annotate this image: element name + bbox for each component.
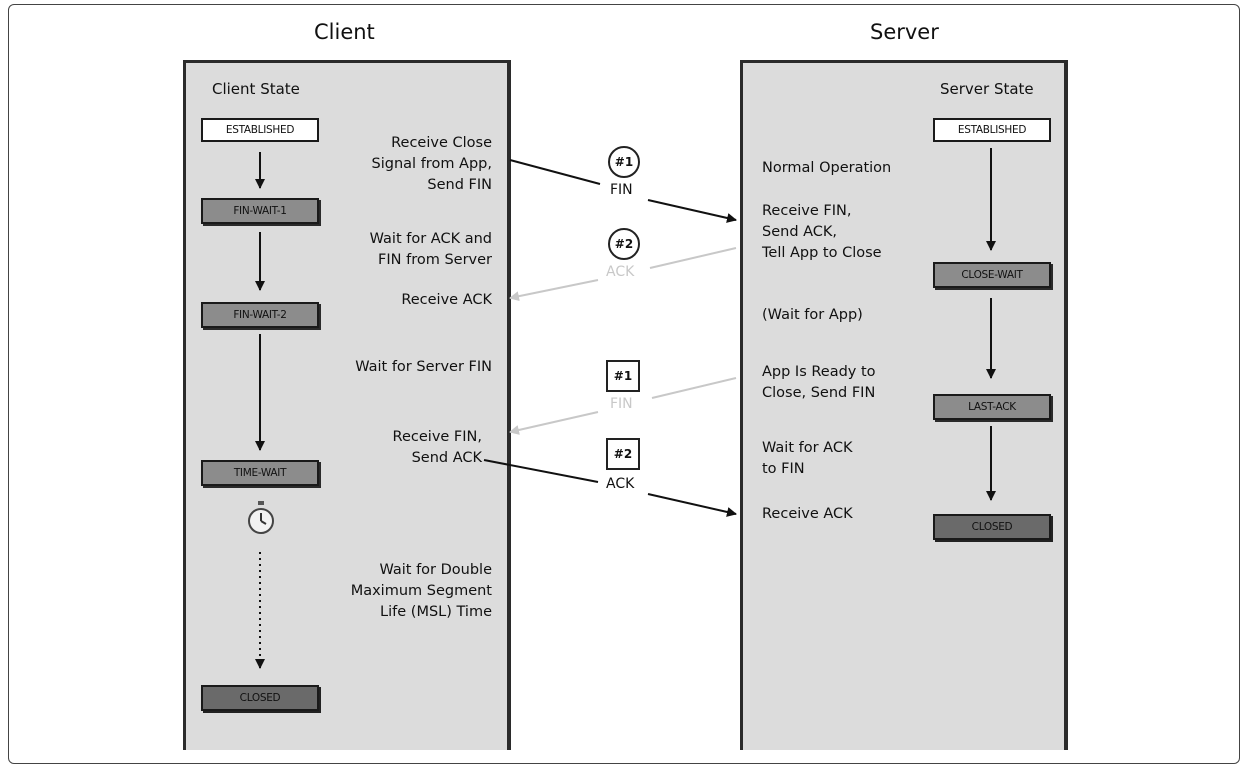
note-line: Wait for Server FIN bbox=[355, 359, 492, 375]
server-note-normal-operation: Normal Operation bbox=[762, 158, 891, 179]
note-line: Life (MSL) Time bbox=[380, 604, 492, 620]
client-note-receive-fin: Receive FIN, Send ACK bbox=[393, 427, 482, 469]
client-panel bbox=[183, 60, 511, 750]
msg-4-badge: #2 bbox=[606, 438, 640, 470]
msg-ack-4-line-a bbox=[483, 459, 599, 483]
stopwatch-icon bbox=[246, 500, 276, 540]
client-state-fin-wait-1: FIN-WAIT-1 bbox=[201, 198, 319, 224]
server-state-title: Server State bbox=[940, 80, 1034, 98]
note-line: Receive FIN, bbox=[392, 429, 482, 445]
client-note-close-signal: Receive Close Signal from App, Send FIN bbox=[372, 133, 492, 196]
server-note-wait-ack: Wait for ACK to FIN bbox=[762, 438, 852, 480]
server-state-last-ack: LAST-ACK bbox=[933, 394, 1051, 420]
diagram-lines bbox=[255, 148, 996, 669]
client-note-receive-ack: Receive ACK bbox=[401, 290, 492, 311]
client-state-established: ESTABLISHED bbox=[201, 118, 319, 142]
client-note-wait-server-fin: Wait for Server FIN bbox=[355, 357, 492, 378]
msg-fin-1-line-b bbox=[647, 199, 737, 223]
server-state-established: ESTABLISHED bbox=[933, 118, 1051, 142]
note-line: (Wait for App) bbox=[762, 307, 863, 323]
msg-1-badge: #1 bbox=[608, 146, 640, 178]
note-line: Send ACK, bbox=[762, 224, 838, 240]
note-line: App Is Ready to bbox=[762, 364, 876, 380]
note-line: Wait for ACK and bbox=[369, 231, 492, 247]
note-line: Send FIN bbox=[427, 177, 492, 193]
note-line: Close, Send FIN bbox=[762, 385, 876, 401]
note-line: Receive Close bbox=[391, 135, 492, 151]
msg-2-label: ACK bbox=[606, 264, 635, 280]
server-note-app-ready: App Is Ready to Close, Send FIN bbox=[762, 362, 876, 404]
note-line: FIN from Server bbox=[378, 252, 492, 268]
msg-fin-3-line-a bbox=[651, 377, 737, 399]
msg-4-label: ACK bbox=[606, 476, 635, 492]
client-state-time-wait: TIME-WAIT bbox=[201, 460, 319, 486]
msg-3-label: FIN bbox=[610, 396, 633, 412]
server-state-closed: CLOSED bbox=[933, 514, 1051, 540]
note-line: Receive ACK bbox=[762, 506, 853, 522]
client-heading: Client bbox=[314, 20, 375, 44]
server-note-receive-fin: Receive FIN, Send ACK, Tell App to Close bbox=[762, 201, 882, 264]
msg-ack-4-line-b bbox=[647, 493, 737, 517]
note-line: Normal Operation bbox=[762, 160, 892, 176]
client-state-title: Client State bbox=[212, 80, 300, 98]
server-state-close-wait: CLOSE-WAIT bbox=[933, 262, 1051, 288]
server-note-receive-ack: Receive ACK bbox=[762, 504, 853, 525]
msg-fin-1-line-a bbox=[509, 159, 601, 185]
note-line: Maximum Segment bbox=[350, 583, 492, 599]
client-note-wait-ack-fin: Wait for ACK and FIN from Server bbox=[370, 229, 492, 271]
note-line: Signal from App, bbox=[371, 156, 492, 172]
client-state-fin-wait-2: FIN-WAIT-2 bbox=[201, 302, 319, 328]
note-line: to FIN bbox=[762, 461, 805, 477]
msg-3-badge: #1 bbox=[606, 360, 640, 392]
msg-1-label: FIN bbox=[610, 182, 633, 198]
msg-fin-3-line-b bbox=[509, 411, 599, 435]
note-line: Tell App to Close bbox=[762, 245, 882, 261]
server-note-wait-app: (Wait for App) bbox=[762, 305, 863, 326]
note-line: Wait for Double bbox=[379, 562, 492, 578]
msg-2-badge: #2 bbox=[608, 228, 640, 260]
note-line: Wait for ACK bbox=[762, 440, 853, 456]
note-line: Send ACK bbox=[411, 450, 482, 466]
client-note-wait-msl: Wait for Double Maximum Segment Life (MS… bbox=[351, 560, 492, 623]
client-state-closed: CLOSED bbox=[201, 685, 319, 711]
msg-ack-2-line-a bbox=[649, 247, 737, 269]
msg-ack-2-line-b bbox=[509, 279, 599, 302]
server-heading: Server bbox=[870, 20, 939, 44]
note-line: Receive ACK bbox=[401, 292, 492, 308]
note-line: Receive FIN, bbox=[762, 203, 852, 219]
